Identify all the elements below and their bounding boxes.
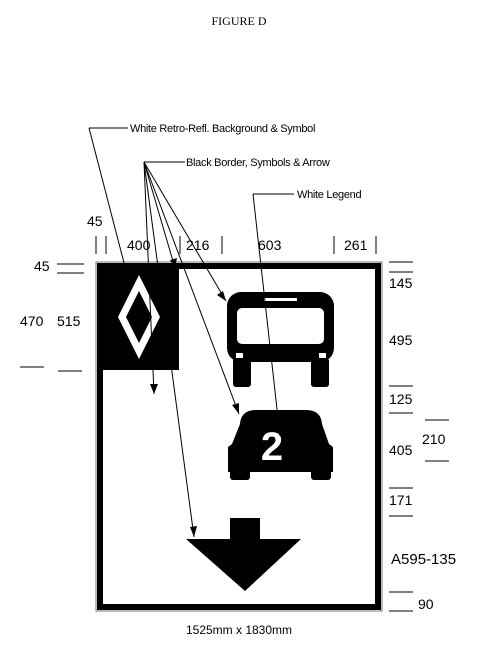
right-dim-210: 210: [422, 431, 446, 447]
callout-white-background: White Retro-Refl. Background & Symbol: [130, 123, 315, 135]
callout-black-border: Black Border, Symbols & Arrow: [186, 157, 330, 169]
figure-title: FIGURE D: [211, 14, 266, 28]
top-dimension-ticks: [95, 236, 377, 254]
callout-white-legend: White Legend: [297, 189, 361, 201]
right-dim-171: 171: [389, 492, 413, 508]
leader-arrowheads: [125, 258, 283, 537]
left-dimension-ticks: [20, 263, 84, 372]
right-dimension-ticks: [389, 261, 449, 612]
down-arrow-icon: [186, 518, 301, 591]
right-dim-145: 145: [389, 275, 413, 291]
left-dim-45: 45: [34, 258, 50, 274]
top-dim-603: 603: [258, 237, 282, 253]
sign-code: A595-135: [391, 551, 456, 568]
right-dim-405: 405: [389, 442, 413, 458]
top-dim-45: 45: [87, 213, 103, 229]
right-dim-125: 125: [389, 391, 413, 407]
left-dim-470: 470: [20, 313, 44, 329]
leader-lines: [88, 127, 294, 538]
top-dim-400: 400: [127, 237, 151, 253]
left-dim-515: 515: [57, 313, 81, 329]
right-dim-90: 90: [418, 596, 434, 612]
car-icon: 2: [228, 410, 333, 480]
overall-size: 1525mm x 1830mm: [186, 623, 292, 637]
right-dim-495: 495: [389, 332, 413, 348]
top-dim-261: 261: [344, 237, 368, 253]
top-dim-216: 216: [186, 237, 210, 253]
sign-black-border: [97, 263, 381, 610]
bus-icon: [227, 292, 334, 387]
legend-numeral: 2: [261, 425, 283, 469]
